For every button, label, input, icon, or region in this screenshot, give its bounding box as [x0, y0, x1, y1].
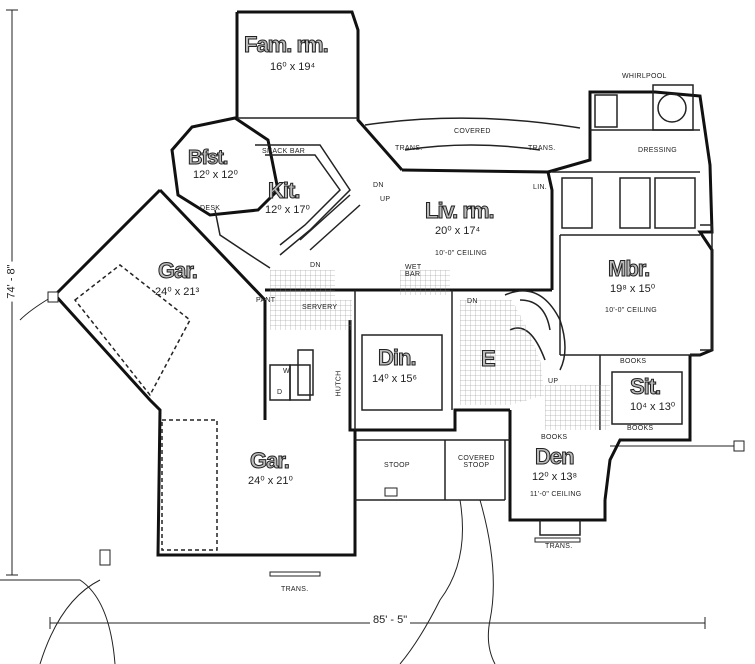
fam-rm-label: Fam. rm.	[244, 32, 330, 57]
gar-top-label: Gar.	[158, 258, 199, 283]
dryer-label: D	[277, 389, 283, 396]
gar-top-dim: 24⁰ x 21³	[155, 286, 200, 298]
desk-label: DESK	[200, 205, 221, 212]
den-note: 11'-0" CEILING	[530, 491, 582, 498]
dimension-lines	[0, 9, 745, 664]
entry-label: E	[481, 346, 497, 371]
trans-right-label: TRANS.	[528, 145, 556, 152]
mbr-note: 10'-0" CEILING	[605, 307, 657, 314]
den-label: Den	[535, 444, 576, 469]
up-label-2: UP	[548, 378, 559, 385]
window-marks	[47, 291, 581, 577]
din-label: Din.	[378, 345, 418, 370]
sit-label: Sit.	[629, 374, 661, 399]
books-label-3: BOOKS	[541, 434, 568, 441]
covered-label: COVERED	[454, 128, 491, 135]
dressing-label: DRESSING	[638, 147, 677, 154]
liv-rm-label: Liv. rm.	[425, 198, 496, 223]
books-label-1: BOOKS	[620, 358, 647, 365]
bfst-label: Bfst.	[187, 147, 228, 169]
snack-bar-label: SNACK BAR	[262, 148, 306, 155]
dn-label-3: DN	[467, 298, 478, 305]
sit-dim: 10⁴ x 13⁰	[630, 401, 676, 413]
lin-label: LIN.	[533, 184, 548, 191]
whirlpool-label: WHIRLPOOL	[622, 73, 667, 80]
dn-label-2: DN	[310, 262, 321, 269]
servery-label: SERVERY	[302, 304, 338, 311]
covered-stoop-line1: COVERED	[458, 455, 495, 462]
hutch-label: HUTCH	[335, 370, 343, 397]
trans-den-label: TRANS.	[545, 543, 573, 550]
fam-rm-dim: 16⁰ x 19⁴	[270, 61, 316, 73]
wet-label: WET	[405, 264, 422, 271]
trans-left-label: TRANS.	[395, 145, 423, 152]
trans-gar-label: TRANS.	[281, 586, 309, 593]
bar-label: BAR	[405, 271, 421, 278]
kit-label: Kit.	[267, 178, 300, 203]
tile-floors	[270, 270, 610, 430]
din-dim: 14⁰ x 15⁶	[372, 373, 418, 385]
books-label-2: BOOKS	[627, 425, 654, 432]
bfst-dim: 12⁰ x 12⁰	[193, 169, 238, 181]
gar-bot-label: Gar.	[250, 448, 291, 473]
height-dimension: 74' - 8"	[6, 261, 18, 302]
interior-walls	[73, 84, 713, 551]
mbr-dim: 19⁸ x 15⁰	[610, 283, 656, 295]
dn-label-1: DN	[373, 182, 384, 189]
mbr-label: Mbr.	[607, 256, 650, 281]
stoop-label: STOOP	[384, 462, 410, 469]
covered-stoop-line2: STOOP	[463, 462, 490, 469]
width-dimension: 85' - 5"	[370, 615, 411, 626]
pant-label: PANT	[256, 297, 276, 304]
liv-rm-dim: 20⁰ x 17⁴	[435, 225, 481, 237]
gar-bot-dim: 24⁰ x 21⁰	[248, 475, 293, 487]
den-dim: 12⁰ x 13⁸	[532, 471, 578, 483]
up-label-1: UP	[380, 196, 391, 203]
kit-dim: 12⁰ x 17⁰	[265, 204, 310, 216]
washer-label: W	[283, 368, 290, 375]
liv-rm-note: 10'-0" CEILING	[435, 250, 487, 257]
